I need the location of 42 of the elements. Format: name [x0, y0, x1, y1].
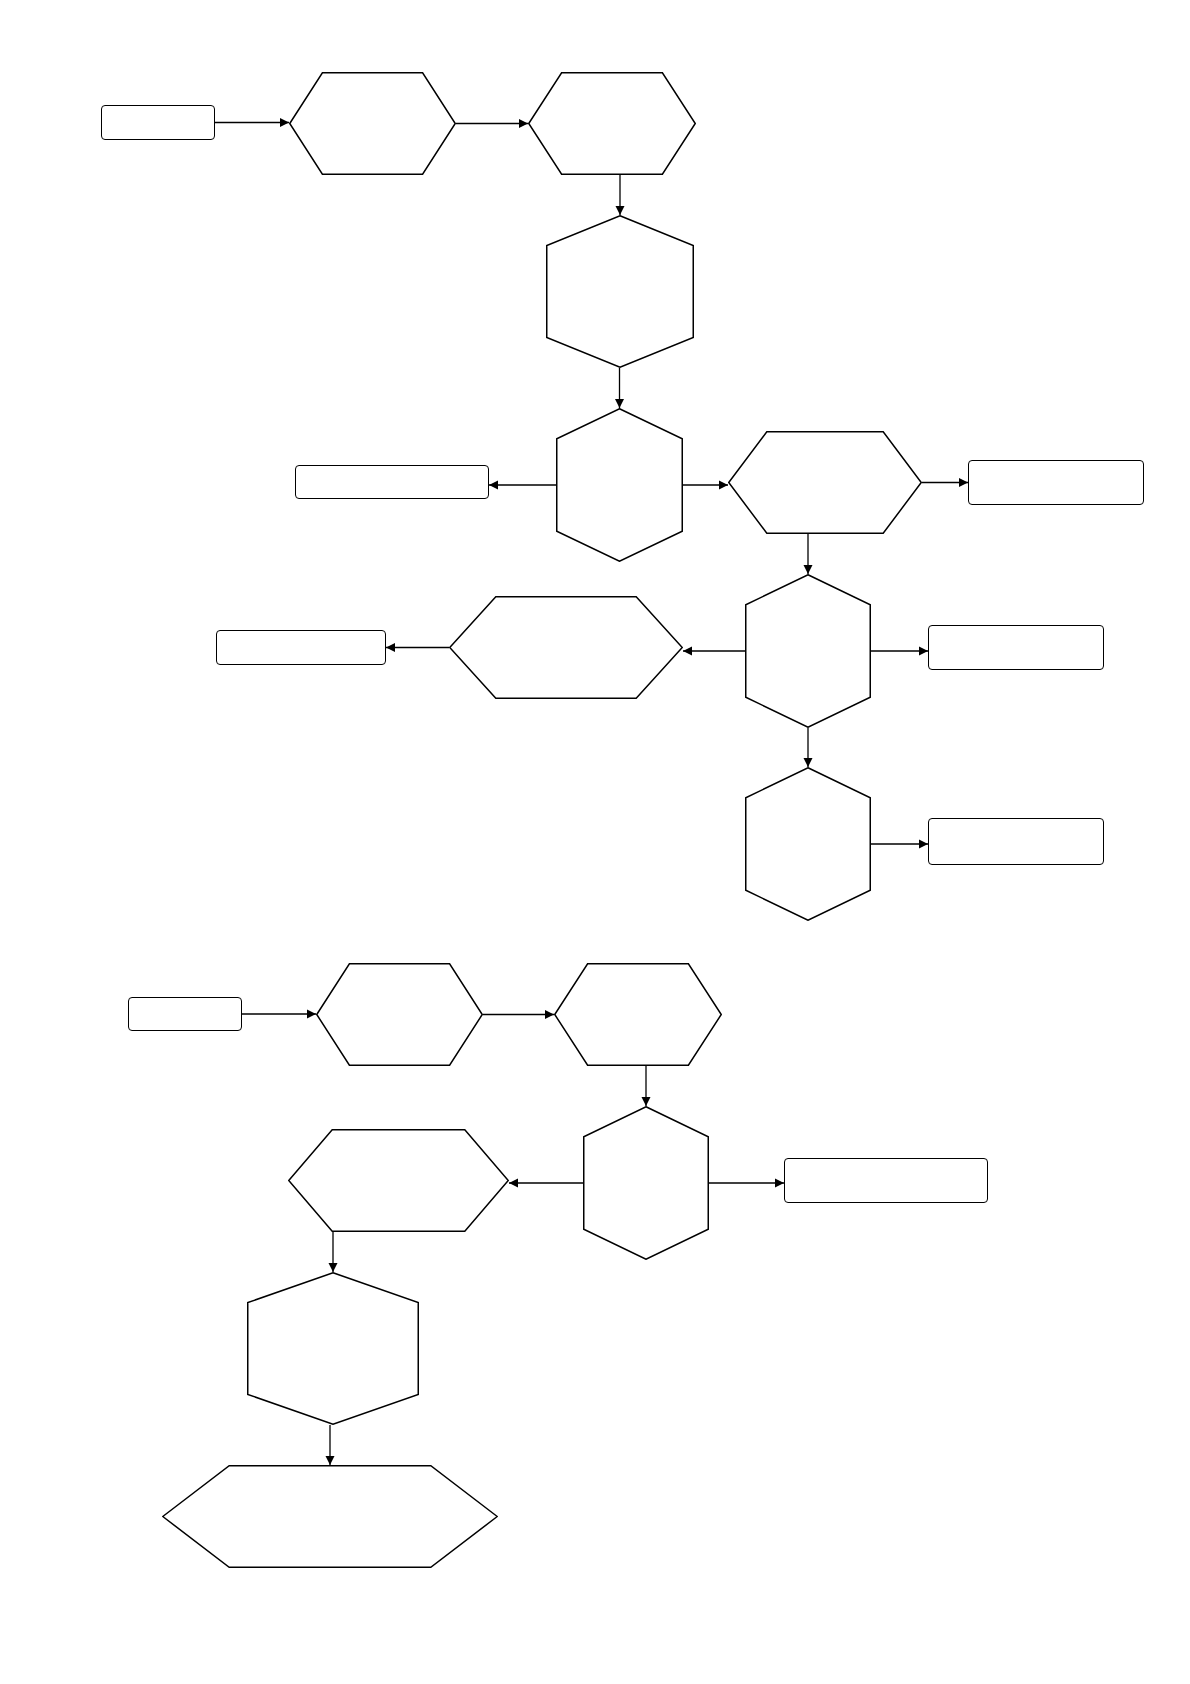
arrow [803, 533, 813, 575]
arrow [241, 1009, 317, 1019]
arrow [682, 646, 746, 656]
process-box [216, 630, 386, 665]
hexagon-shape [728, 431, 922, 534]
hexagon-shape [528, 72, 696, 175]
hexagon-shape [289, 72, 456, 175]
arrow [921, 477, 969, 488]
hexagon-shape [745, 574, 871, 728]
hexagon-shape [162, 1465, 498, 1568]
arrow [214, 117, 290, 128]
arrow [870, 646, 929, 656]
process-box [928, 625, 1104, 670]
hexagon-shape [316, 963, 483, 1066]
arrow [870, 839, 929, 849]
arrow [328, 1231, 338, 1273]
hexagon-shape [556, 408, 683, 562]
hexagon-shape [554, 963, 722, 1066]
arrow [482, 1009, 555, 1020]
process-box [784, 1158, 988, 1203]
arrow [325, 1424, 335, 1466]
hexagon-shape [247, 1272, 419, 1425]
arrow [641, 1065, 651, 1107]
hexagon-shape [745, 767, 871, 921]
hexagon-shape [288, 1129, 509, 1232]
arrow [615, 174, 625, 216]
arrow [682, 480, 729, 490]
hexagon-shape [583, 1106, 709, 1260]
process-box [295, 465, 489, 499]
arrow [708, 1178, 785, 1188]
hexagon-shape [546, 215, 694, 368]
arrow [614, 367, 625, 409]
arrow [385, 642, 450, 653]
arrow [488, 480, 557, 490]
process-box [101, 105, 215, 140]
process-box [928, 818, 1104, 865]
arrow [803, 727, 813, 768]
arrow [508, 1178, 584, 1188]
process-box [128, 997, 242, 1031]
arrow [455, 118, 529, 129]
hexagon-shape [449, 596, 683, 699]
process-box [968, 460, 1144, 505]
